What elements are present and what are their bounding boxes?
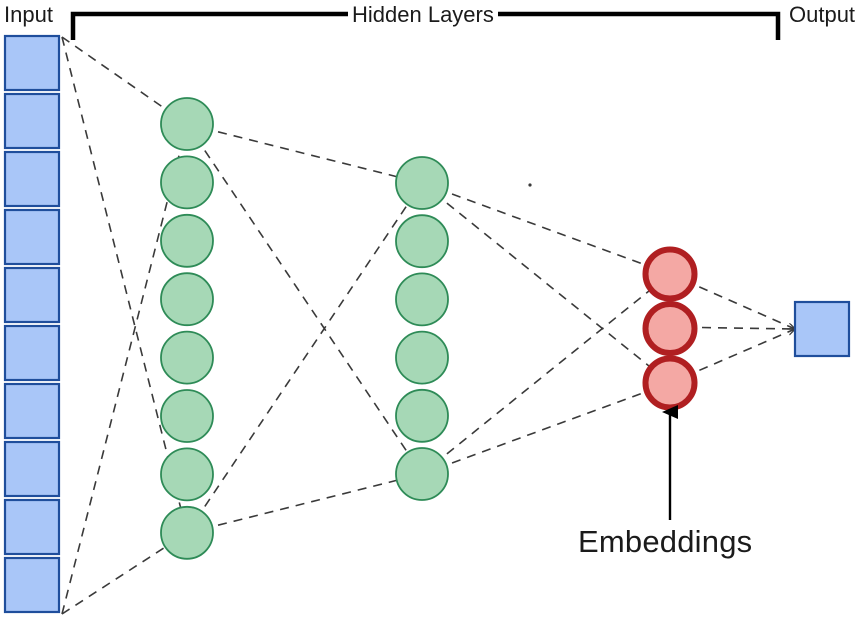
edge-input-corner-bottom xyxy=(61,533,187,615)
input-layer-node-5[interactable] xyxy=(3,266,61,324)
input-layer-node-2[interactable] xyxy=(3,92,61,150)
edge-h1-last xyxy=(186,183,422,534)
hidden-layer-1-node-6[interactable] xyxy=(160,389,214,443)
hidden-layer-1-node-1[interactable] xyxy=(160,97,214,151)
output-layer-node-1[interactable] xyxy=(793,300,851,358)
input-layer-node-8[interactable] xyxy=(3,440,61,498)
input-layer-node-6[interactable] xyxy=(3,324,61,382)
hidden-layer-2-node-6[interactable] xyxy=(395,447,449,501)
embeddings-label: Embeddings xyxy=(578,524,753,559)
input-layer-node-7[interactable] xyxy=(3,382,61,440)
edge-h2-first xyxy=(421,182,670,383)
edge-h2-last xyxy=(421,274,670,475)
edge-h1-first xyxy=(186,123,422,474)
embedding-layer-node-1[interactable] xyxy=(642,246,698,302)
output-layer-label: Output xyxy=(789,2,856,27)
edge-h2-last xyxy=(421,383,670,475)
hidden-layer-1-node-4[interactable] xyxy=(160,272,214,327)
input-layer-node-3[interactable] xyxy=(3,150,61,208)
input-layer-node-1[interactable] xyxy=(3,34,61,92)
embedding-layer-node-3[interactable] xyxy=(642,355,698,411)
connection-edges xyxy=(61,36,795,615)
hidden-layer-1-node-5[interactable] xyxy=(160,330,214,385)
hidden-layer-2-node-5[interactable] xyxy=(395,388,449,443)
input-layer-node-10[interactable] xyxy=(3,556,61,614)
hidden-layer-2-node-3[interactable] xyxy=(395,272,449,327)
edge-h1-first xyxy=(186,123,422,183)
input-layer-node-9[interactable] xyxy=(3,498,61,556)
hidden-layer-2-node-4[interactable] xyxy=(395,330,449,385)
input-layer-label: Input xyxy=(4,2,53,27)
hidden-layer-2-node-1[interactable] xyxy=(395,156,449,210)
embedding-layer-node-2[interactable] xyxy=(642,301,698,356)
hidden-layer-1-node-2[interactable] xyxy=(160,155,214,210)
hidden-layers-label: Hidden Layers xyxy=(348,2,498,28)
edge-input-corner-top xyxy=(61,36,187,533)
stray-dot xyxy=(528,183,532,187)
hidden-layer-2-node-2[interactable] xyxy=(395,214,449,269)
layer-nodes xyxy=(3,34,851,614)
edge-h2-first xyxy=(421,182,670,274)
hidden-layer-1-node-7[interactable] xyxy=(160,447,214,502)
input-layer-node-4[interactable] xyxy=(3,208,61,266)
hidden-layer-1-node-3[interactable] xyxy=(160,213,214,268)
edge-h1-last xyxy=(186,474,422,534)
hidden-layer-1-node-8[interactable] xyxy=(160,505,214,560)
edge-input-corner-bottom xyxy=(61,124,187,615)
